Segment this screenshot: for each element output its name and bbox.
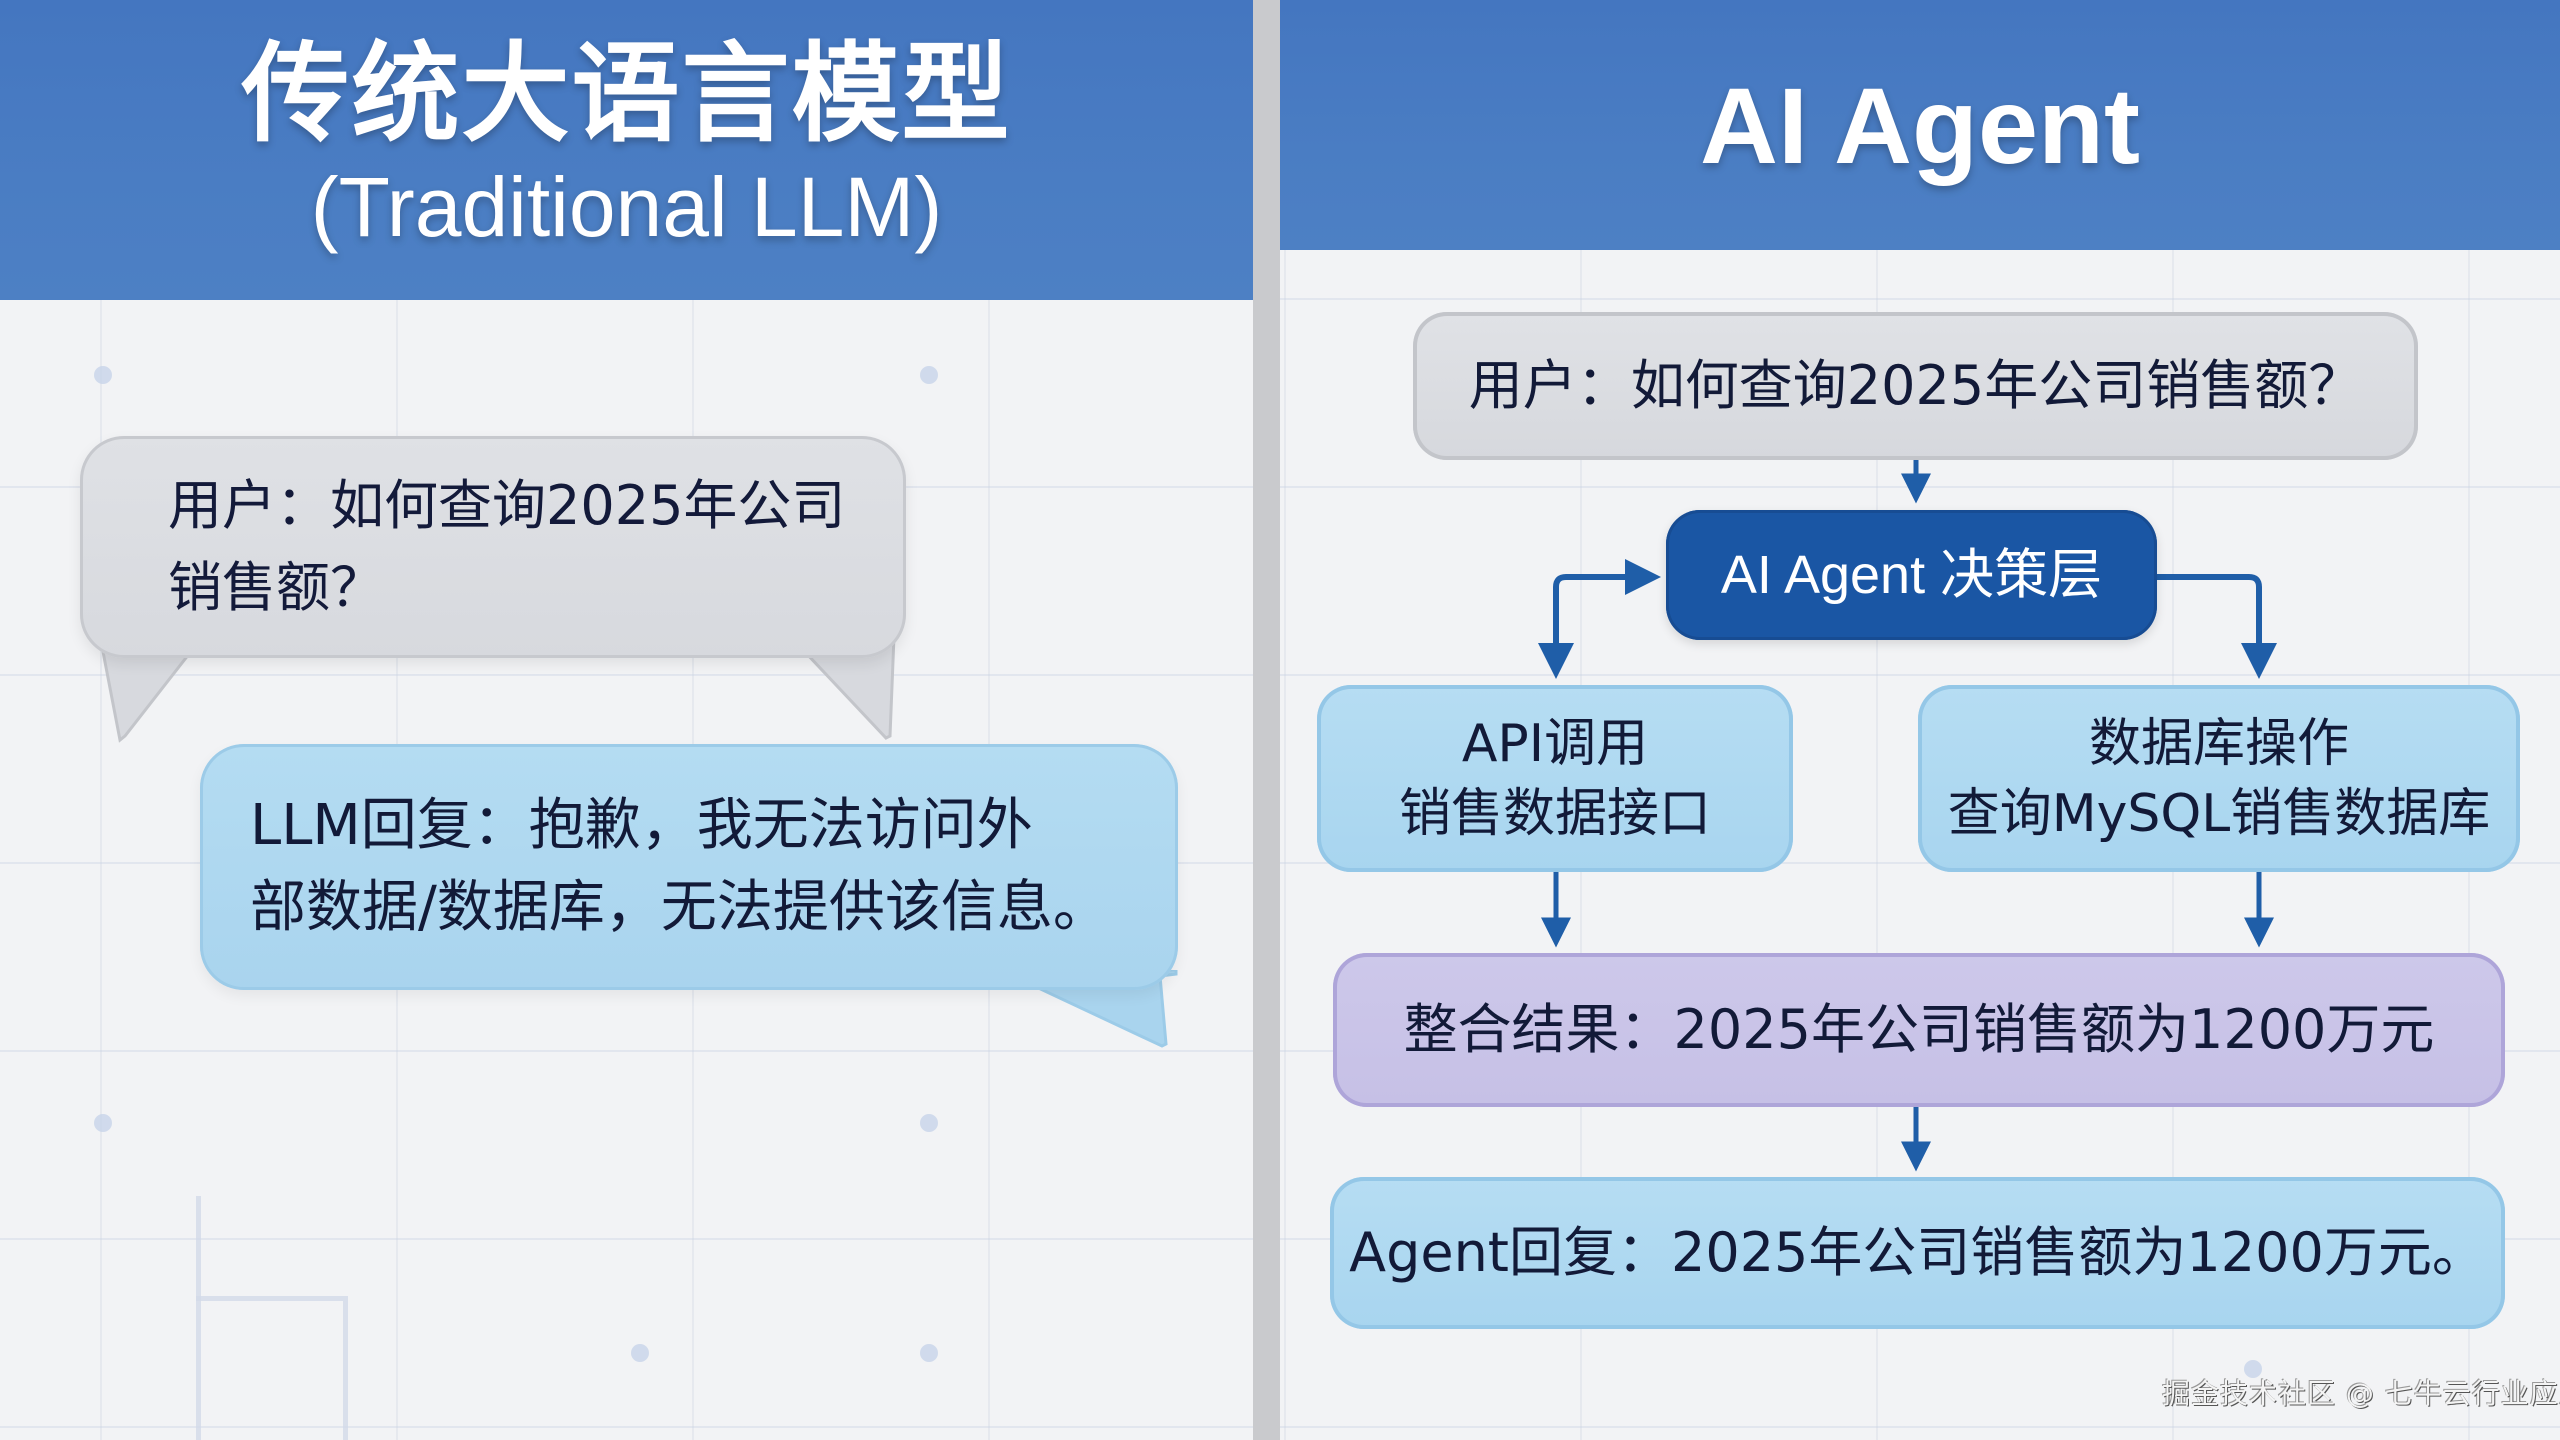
bubble-tail-right — [790, 636, 896, 740]
flow-api-call-title: API调用 — [1461, 713, 1649, 774]
user-question-text: 用户：如何查询2025年公司 销售额？ — [168, 465, 845, 629]
flow-decision-layer-text: AI Agent 决策层 — [1720, 545, 2103, 605]
user-question-bubble: 用户：如何查询2025年公司 销售额？ — [80, 436, 906, 743]
circuit-dot — [920, 1114, 938, 1132]
agent-panel-title: AI Agent — [1700, 64, 2140, 186]
flow-db-operation-detail: 查询MySQL销售数据库 — [1947, 783, 2491, 844]
flow-db-operation-title: 数据库操作 — [2088, 713, 2349, 774]
circuit-dot — [94, 366, 112, 384]
circuit-trace — [196, 1196, 346, 1440]
flow-db-operation-box: 数据库操作 查询MySQL销售数据库 — [1918, 685, 2520, 872]
llm-reply-bubble-body: LLM回复：抱歉，我无法访问外 部数据/数据库，无法提供该信息。 — [200, 744, 1178, 990]
llm-reply-line-1: LLM回复：抱歉，我无法访问外 — [250, 793, 1033, 858]
watermark: 掘金技术社区 @ 七牛云行业应用 — [2162, 1377, 2560, 1410]
ai-agent-panel: AI Agent — [1280, 0, 2560, 1440]
circuit-dot — [920, 366, 938, 384]
circuit-dot — [631, 1344, 649, 1362]
flow-user-query-text: 用户：如何查询2025年公司销售额？ — [1468, 354, 2363, 417]
flow-api-call-box: API调用 销售数据接口 — [1317, 685, 1793, 872]
llm-panel-title-cn: 传统大语言模型 — [241, 32, 1012, 158]
circuit-dot — [920, 1344, 938, 1362]
flow-decision-layer-box: AI Agent 决策层 — [1666, 510, 2157, 640]
circuit-dot — [2244, 1360, 2262, 1378]
llm-panel-title-en: (Traditional LLM) — [310, 160, 943, 255]
user-question-line-2: 销售额？ — [168, 556, 384, 619]
llm-panel-header: 传统大语言模型 (Traditional LLM) — [0, 0, 1253, 300]
agent-panel-header: AI Agent — [1280, 0, 2560, 250]
flow-integrated-result-text: 整合结果：2025年公司销售额为1200万元 — [1403, 998, 2435, 1061]
llm-reply-bubble: LLM回复：抱歉，我无法访问外 部数据/数据库，无法提供该信息。 — [200, 744, 1178, 1048]
circuit-dot — [94, 1114, 112, 1132]
user-question-line-1: 用户：如何查询2025年公司 — [168, 474, 846, 537]
flow-api-call-detail: 销售数据接口 — [1398, 783, 1711, 844]
flow-user-query-box: 用户：如何查询2025年公司销售额？ — [1413, 312, 2418, 460]
llm-reply-line-2: 部数据/数据库，无法提供该信息。 — [250, 875, 1109, 940]
bubble-tail-left — [98, 636, 205, 743]
traditional-llm-panel: 传统大语言模型 (Traditional LLM) — [0, 0, 1253, 1440]
flow-integrated-result-box: 整合结果：2025年公司销售额为1200万元 — [1333, 953, 2505, 1107]
panel-divider — [1253, 0, 1280, 1440]
circuit-trace — [196, 1296, 348, 1440]
flow-agent-reply-text: Agent回复：2025年公司销售额为1200万元。 — [1349, 1221, 2486, 1284]
llm-reply-text: LLM回复：抱歉，我无法访问外 部数据/数据库，无法提供该信息。 — [250, 785, 1109, 949]
flow-agent-reply-box: Agent回复：2025年公司销售额为1200万元。 — [1330, 1177, 2505, 1329]
user-question-bubble-body: 用户：如何查询2025年公司 销售额？ — [80, 436, 906, 658]
